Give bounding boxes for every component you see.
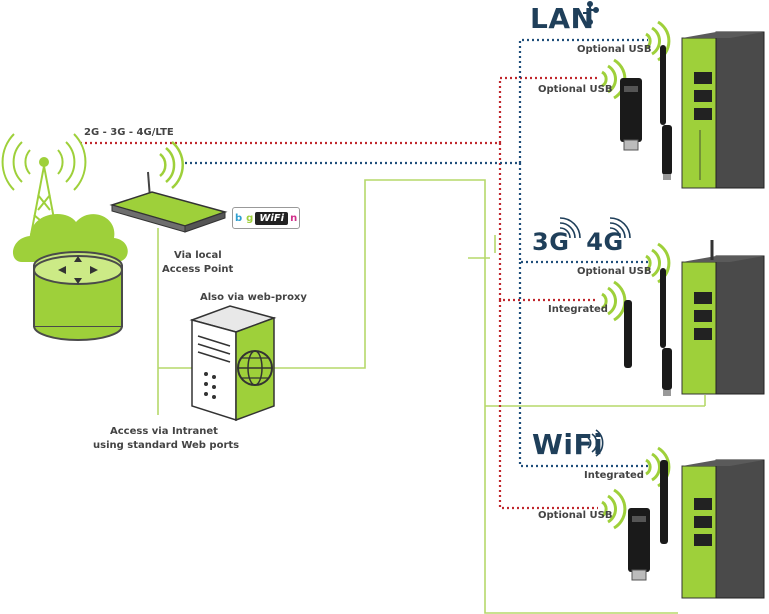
cellular-links <box>80 76 598 510</box>
web-proxy-label: Also via web-proxy <box>200 292 307 303</box>
cellular-label-bottom: Integrated <box>548 304 608 315</box>
section-title-lan: LAN <box>530 2 595 35</box>
network-lines <box>157 179 706 614</box>
lan-label-top: Optional USB <box>577 44 652 55</box>
cellular-label-top: Optional USB <box>577 266 652 277</box>
lan-links <box>185 38 648 468</box>
wifi-signal-icon <box>587 429 604 457</box>
antenna-icon <box>660 268 672 396</box>
antenna-icon <box>660 45 672 180</box>
wifi-badge: b g WiFi n <box>232 207 301 229</box>
wifi-badge-n: n <box>290 212 298 224</box>
4g-signal-icon <box>609 217 631 239</box>
intranet-label-1: Access via Intranet <box>110 426 218 437</box>
intranet-label-2: using standard Web ports <box>93 440 240 451</box>
usb-dongle-icon <box>628 508 650 581</box>
cloud-icon <box>12 213 128 262</box>
wifi-badge-g: g <box>246 212 254 224</box>
wifi-badge-b: b <box>235 212 243 224</box>
wifi-access-point-icon <box>109 141 228 233</box>
section-title-wifi: WiFi <box>532 428 604 461</box>
cloud-router-icon <box>33 251 123 341</box>
wifi-badge-text: WiFi <box>255 211 289 225</box>
router-device-icon <box>681 31 765 189</box>
cellular-bands-label: 2G - 3G - 4G/LTE <box>84 127 174 138</box>
router-device-icon <box>681 240 765 395</box>
lan-label-bottom: Optional USB <box>538 84 613 95</box>
router-device-icon <box>681 459 765 599</box>
integrated-antenna-icon <box>624 300 632 368</box>
wifi-label-top: Integrated <box>584 470 644 481</box>
lan-network-icon <box>583 1 599 25</box>
3g-signal-icon <box>559 217 581 239</box>
section-title-3g-4g: 3G 4G <box>532 228 624 256</box>
wifi-label-bottom: Optional USB <box>538 510 613 521</box>
usb-dongle-icon <box>620 78 642 151</box>
integrated-antenna-icon <box>660 460 668 544</box>
via-local-label-1: Via local <box>174 250 222 261</box>
web-server-icon <box>189 305 277 422</box>
via-local-label-2: Access Point <box>162 264 234 275</box>
